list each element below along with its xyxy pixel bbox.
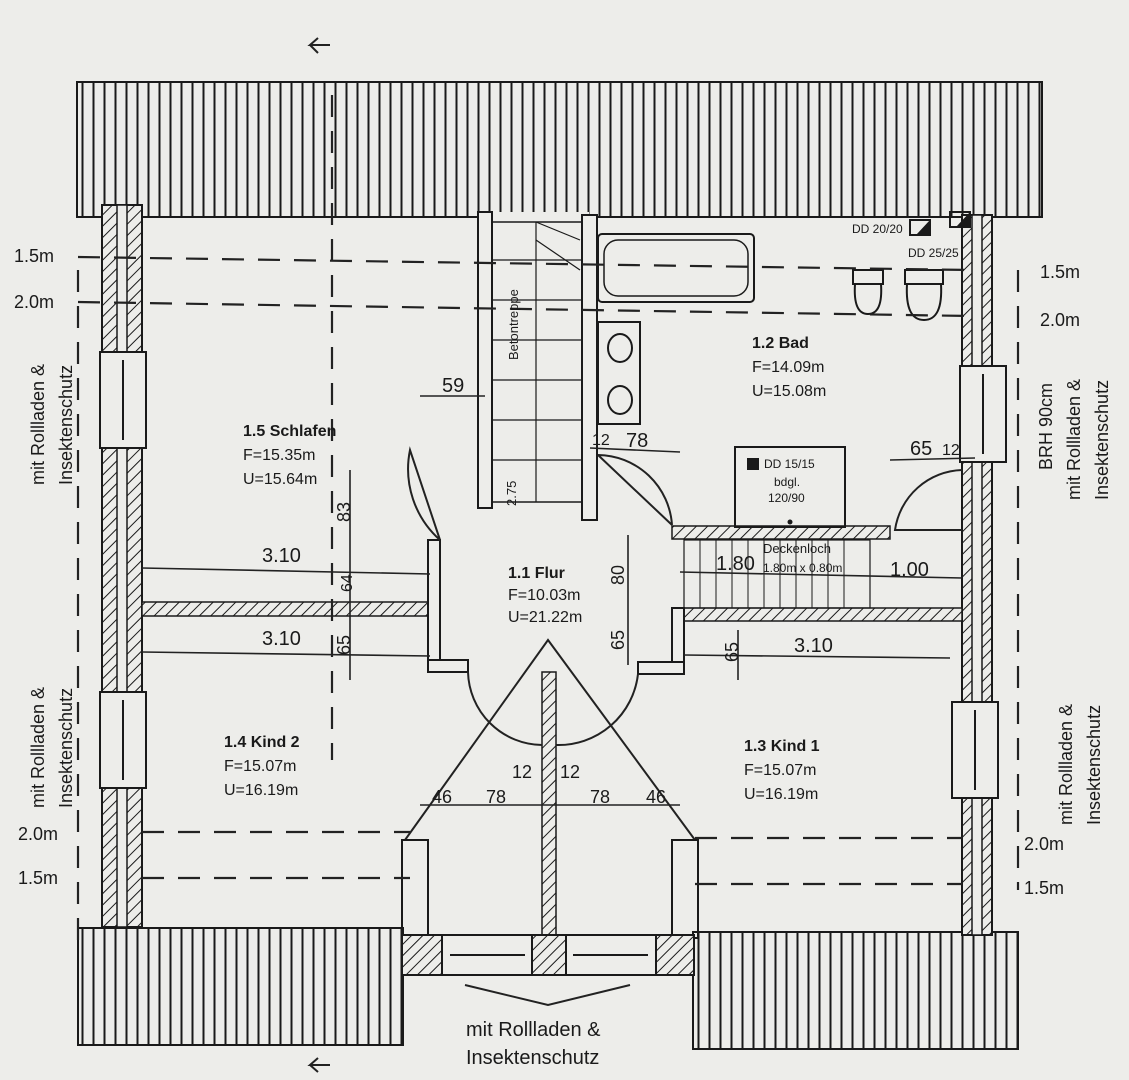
level-left-15-top: 1.5m [14, 246, 54, 266]
door-kind1 [555, 673, 639, 747]
roof-top [76, 81, 1043, 218]
door-schlafen [407, 446, 441, 541]
rolladen-right-top-2: Insektenschutz [1092, 380, 1112, 500]
room-flur-area: F=10.03m [508, 587, 580, 604]
wall-stair-left [477, 211, 493, 509]
room-kind1-perimeter: U=16.19m [744, 786, 818, 803]
level-right-15-top: 1.5m [1040, 262, 1080, 282]
dim-645: 64 [339, 574, 356, 592]
room-flur-name: 1.1 Flur [508, 565, 565, 582]
section-arrow-top [307, 37, 330, 54]
room-kind2-area: F=15.07m [224, 758, 296, 775]
wall-center [541, 671, 557, 943]
staircase [491, 221, 583, 503]
toilet [852, 269, 944, 322]
level-right-20-bottom: 2.0m [1024, 834, 1064, 854]
wall-kind1-top [671, 607, 963, 622]
level-left-20-top: 2.0m [14, 292, 54, 312]
dim-310-right: 3.10 [794, 635, 833, 657]
rolladen-bottom-2: Insektenschutz [466, 1047, 599, 1069]
roof-bottom-left [77, 927, 404, 1046]
wall-flur-bottom-left [427, 659, 469, 673]
dim-100: 1.00 [890, 559, 929, 581]
section-arrow-bottom [307, 1057, 330, 1073]
dim-125-left: 12 [512, 762, 532, 782]
rolladen-left-top-2: Insektenschutz [56, 365, 76, 485]
room-bad-name: 1.2 Bad [752, 335, 809, 352]
dim-80: 80 [608, 565, 628, 585]
level-left-20-bottom: 2.0m [18, 824, 58, 844]
bathtub [597, 233, 755, 303]
rolladen-right-bottom-1: mit Rollladen & [1056, 704, 1076, 825]
room-kind1-area: F=15.07m [744, 762, 816, 779]
room-kind2-name: 1.4 Kind 2 [224, 734, 300, 751]
wall-stair-right [581, 214, 598, 521]
dim-65-left: 65 [334, 635, 354, 655]
dim-46-left: 46 [432, 787, 452, 807]
dim-125-right: 12 [560, 762, 580, 782]
dim-65-right: 65 [722, 642, 742, 662]
bdgl-label: bdgl. [774, 475, 800, 489]
shower-tray [734, 446, 846, 528]
dim-180: 1.80 [716, 553, 755, 575]
dim-125-bad-right: 12 [942, 442, 960, 459]
dim-310-top: 3.10 [262, 545, 301, 567]
dd-2525-label: DD 25/25 [908, 246, 959, 260]
stair-label: Betontreppe [506, 289, 521, 360]
dim-275: 2.75 [504, 481, 519, 506]
rolladen-bottom-1: mit Rollladen & [466, 1019, 601, 1041]
room-bad-area: F=14.09m [752, 359, 824, 376]
dim-83: 83 [334, 502, 354, 522]
deckenloch-label: Deckenloch [763, 541, 831, 556]
wall-left-inner [116, 204, 128, 928]
wall-right-inner [971, 214, 983, 936]
rolladen-right-bottom-2: Insektenschutz [1084, 705, 1104, 825]
rolladen-right-top-1: mit Rollladen & [1064, 379, 1084, 500]
room-schlafen-area: F=15.35m [243, 447, 315, 464]
level-right-15-bottom: 1.5m [1024, 878, 1064, 898]
room-schlafen-name: 1.5 Schlafen [243, 423, 336, 440]
wall-flur-bottom-right [637, 661, 685, 675]
brh-label: BRH 90cm [1036, 383, 1056, 470]
dim-46-right: 46 [646, 787, 666, 807]
dd-1515-label: DD 15/15 [764, 457, 815, 471]
deckenloch-size-label: 1.80m x 0.80m [763, 561, 842, 575]
dd-2020-label: DD 20/20 [852, 222, 903, 236]
dim-59: 59 [442, 375, 464, 397]
dim-310-mid: 3.10 [262, 628, 301, 650]
room-kind1-name: 1.3 Kind 1 [744, 738, 820, 755]
rolladen-left-bottom-1: mit Rollladen & [28, 687, 48, 808]
wall-schlafen-kind2 [141, 601, 435, 617]
room-kind2-perimeter: U=16.19m [224, 782, 298, 799]
door-bad [597, 454, 673, 526]
door-bad-right [893, 469, 963, 531]
dim-78-left: 78 [486, 787, 506, 807]
double-sink [597, 321, 641, 425]
rolladen-left-bottom-2: Insektenschutz [56, 688, 76, 808]
level-right-20-top: 2.0m [1040, 310, 1080, 330]
shower-size-label: 120/90 [768, 491, 805, 505]
dim-65-center: 65 [608, 630, 628, 650]
dormer-outline [404, 638, 696, 841]
dim-125-bad: 12 [592, 432, 610, 449]
dim-78-right: 78 [590, 787, 610, 807]
roof-bottom-right [692, 931, 1019, 1050]
dim-78-bad: 78 [626, 430, 648, 452]
room-flur-perimeter: U=21.22m [508, 609, 582, 626]
dim-65-bad: 65 [910, 438, 932, 460]
stair-gap [487, 212, 589, 224]
room-schlafen-perimeter: U=15.64m [243, 471, 317, 488]
rolladen-left-top-1: mit Rollladen & [28, 364, 48, 485]
wall-flur-left [427, 539, 441, 673]
level-left-15-bottom: 1.5m [18, 868, 58, 888]
room-bad-perimeter: U=15.08m [752, 383, 826, 400]
door-kind2 [467, 671, 543, 746]
